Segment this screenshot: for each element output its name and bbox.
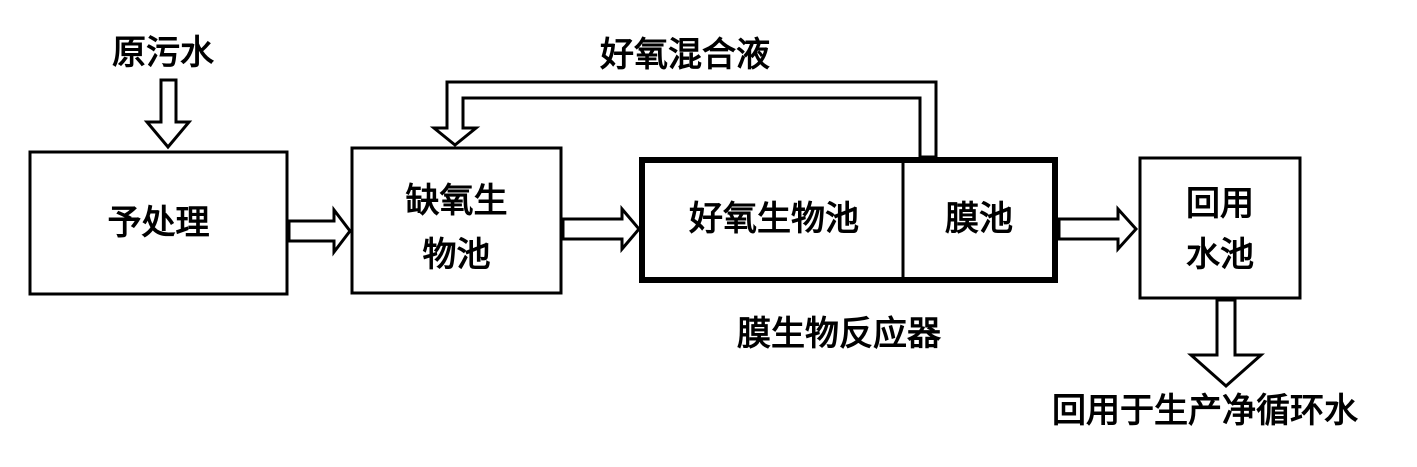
reuse-tank-box <box>1138 156 1302 300</box>
anoxic-tank-label-line1: 缺氧生 <box>405 181 508 221</box>
raw-sewage-arrow <box>143 78 193 150</box>
anoxic-tank-label-line2: 物池 <box>422 235 491 275</box>
reuse-output-arrow <box>1187 298 1265 389</box>
pretreatment-label: 予处理 <box>107 203 210 243</box>
pretreatment-box <box>28 150 289 296</box>
mbr-outer-box <box>639 157 1058 283</box>
reuse-tank-label-line1: 回用 <box>1186 184 1254 224</box>
raw-sewage-label: 原污水 <box>112 33 214 73</box>
reuse-tank-label-line2: 水池 <box>1186 235 1254 275</box>
recycle-pipe-arrow <box>429 80 938 159</box>
membrane-tank-label: 膜池 <box>945 199 1013 239</box>
anoxic-tank-box <box>350 146 563 295</box>
recycle-label: 好氧混合液 <box>600 35 770 75</box>
mbr-caption: 膜生物反应器 <box>737 314 941 354</box>
arrow-anoxic-to-mbr <box>561 204 641 254</box>
aerobic-tank-label: 好氧生物池 <box>689 199 859 239</box>
reuse-output-label: 回用于生产净循环水 <box>1052 391 1358 431</box>
arrow-pretreatment-to-anoxic <box>287 205 352 257</box>
arrow-mbr-to-reuse <box>1057 205 1139 253</box>
